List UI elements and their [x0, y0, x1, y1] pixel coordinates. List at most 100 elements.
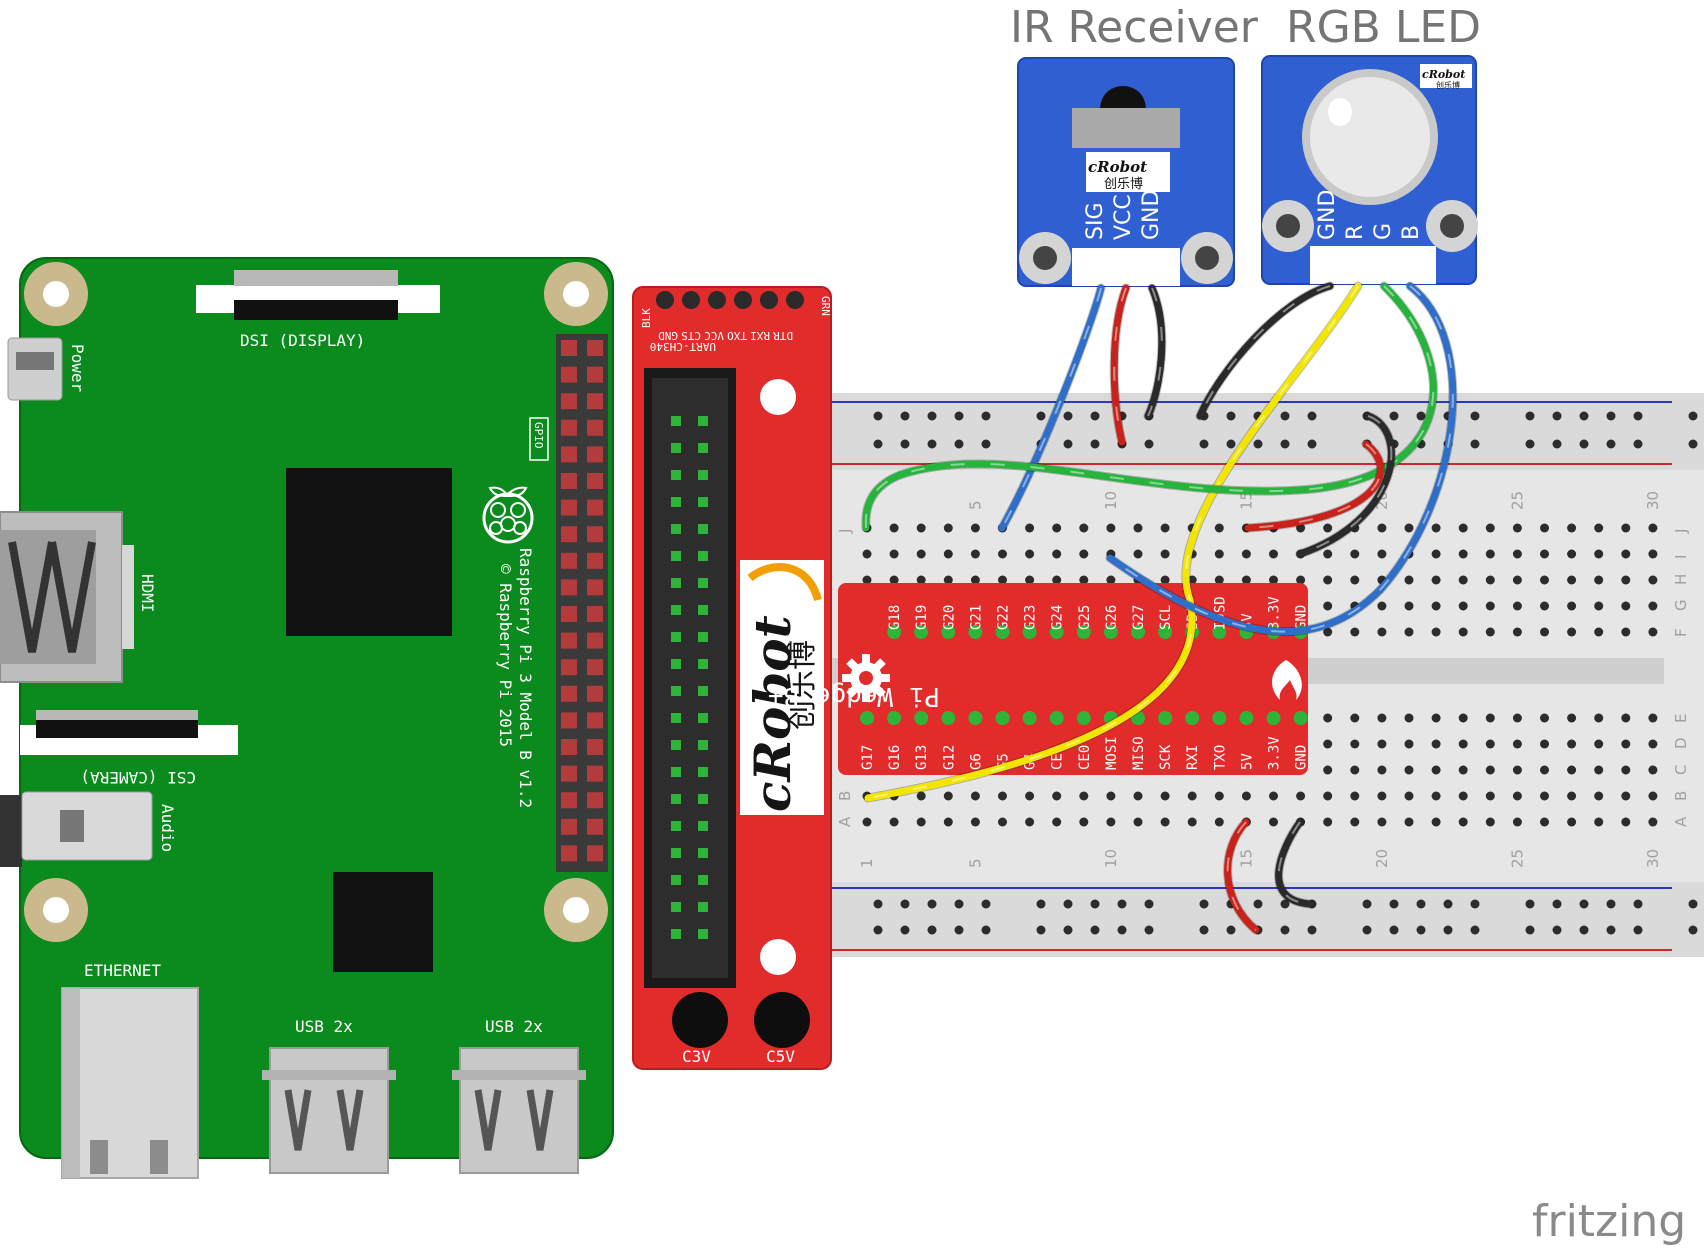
- breadboard-hole: [1594, 791, 1604, 801]
- breadboard-hole: [1214, 817, 1224, 827]
- rail-hole: [1063, 925, 1073, 935]
- adapter-pin: [698, 659, 708, 669]
- rail-hole: [1090, 411, 1100, 421]
- row-letter: B: [1672, 791, 1690, 801]
- usb-port-2: USB 2x: [452, 1017, 586, 1174]
- wedge-pin-label: RXI: [1185, 745, 1201, 770]
- gpio-pin: [587, 659, 603, 676]
- gpio-pin: [561, 446, 577, 463]
- model-label: Raspberry Pi 3 Model B v1.2: [516, 548, 535, 808]
- adapter-pin: [671, 794, 681, 804]
- svg-text:cRobot: cRobot: [1088, 158, 1147, 176]
- breadboard-hole: [943, 791, 953, 801]
- breadboard-hole: [970, 791, 980, 801]
- breadboard-hole: [1079, 817, 1089, 827]
- adapter-pin: [671, 416, 681, 426]
- rail-hole: [873, 439, 883, 449]
- adapter-pin: [698, 497, 708, 507]
- breadboard-hole: [1431, 791, 1441, 801]
- wire-rail-red: [1224, 818, 1260, 934]
- breadboard-hole: [1621, 817, 1631, 827]
- adapter-pin: [671, 578, 681, 588]
- row-letter: A: [1672, 816, 1690, 827]
- breadboard-hole: [1648, 523, 1658, 533]
- audio-jack: Audio: [0, 791, 177, 867]
- breadboard-hole: [1404, 601, 1414, 611]
- breadboard-hole: [1323, 523, 1333, 533]
- breadboard-hole: [862, 575, 872, 585]
- svg-text:创乐博: 创乐博: [1104, 177, 1143, 192]
- rail-hole: [900, 411, 910, 421]
- breadboard-hole: [916, 575, 926, 585]
- breadboard-hole: [1485, 817, 1495, 827]
- breadboard-hole: [970, 523, 980, 533]
- gpio-pin: [561, 499, 577, 516]
- breadboard-hole: [1350, 575, 1360, 585]
- rail-hole: [981, 411, 991, 421]
- adapter-pin: [698, 416, 708, 426]
- row-letter: E: [1672, 714, 1690, 723]
- adapter-pin: [671, 821, 681, 831]
- breadboard-hole: [1350, 791, 1360, 801]
- wedge-pin-label: G16: [887, 745, 903, 770]
- wire-ir-gnd: [1144, 284, 1166, 420]
- wedge-pin-label: G23: [1023, 605, 1039, 630]
- breadboard-hole: [1594, 713, 1604, 723]
- breadboard-hole: [1269, 817, 1278, 827]
- adapter-pin: [698, 443, 708, 453]
- row-letter: F: [1672, 628, 1690, 637]
- uart-pin-label: DTR: [773, 329, 793, 342]
- wedge-pin-label: G13: [914, 745, 930, 770]
- breadboard-hole: [1323, 791, 1333, 801]
- breadboard-hole: [1350, 627, 1360, 637]
- breadboard-hole: [1458, 765, 1468, 775]
- ethernet-label: ETHERNET: [84, 961, 161, 980]
- wedge-pin: [968, 625, 983, 639]
- breadboard-hole: [1648, 575, 1658, 585]
- breadboard-hole: [1648, 627, 1658, 637]
- breadboard-hole: [1133, 523, 1143, 533]
- svg-text:创乐博: 创乐博: [785, 640, 820, 730]
- breadboard-hole: [1567, 627, 1577, 637]
- adapter-pin: [671, 470, 681, 480]
- rail-hole: [1226, 439, 1236, 449]
- uart-pin: [786, 291, 804, 309]
- rail-hole: [1199, 925, 1209, 935]
- rail-hole: [927, 899, 937, 909]
- breadboard-hole: [1512, 739, 1522, 749]
- wedge-pin: [914, 711, 929, 725]
- breadboard-hole: [1540, 627, 1549, 637]
- rail-hole: [1117, 925, 1127, 935]
- adapter-pin: [698, 875, 708, 885]
- breadboard-hole: [1106, 575, 1116, 585]
- breadboard-hole: [1594, 627, 1604, 637]
- breadboard-hole: [1025, 523, 1035, 533]
- breadboard-hole: [1106, 791, 1116, 801]
- uart-pin: [734, 291, 752, 309]
- uart-pin-label: RXI: [750, 329, 770, 342]
- wedge-pin-label: 3.3V: [1267, 596, 1283, 630]
- adapter-pin: [671, 605, 681, 615]
- breadboard-hole: [943, 575, 953, 585]
- breadboard-hole: [1431, 765, 1441, 775]
- rail-hole: [900, 439, 910, 449]
- breadboard-hole: [1512, 575, 1522, 585]
- gpio-pin: [587, 473, 603, 489]
- row-letter: I: [1672, 555, 1690, 559]
- rail-hole: [1307, 411, 1317, 421]
- rail-hole: [1443, 899, 1453, 909]
- rail-hole: [1416, 411, 1426, 421]
- breadboard-hole: [1269, 549, 1278, 559]
- rail-hole: [954, 925, 964, 935]
- wedge-pin: [1239, 711, 1254, 725]
- breadboard-hole: [1431, 523, 1441, 533]
- rail-hole: [900, 899, 910, 909]
- breadboard-hole: [1540, 765, 1549, 775]
- wire-rgb-gnd: [1196, 282, 1334, 420]
- breadboard-hole: [1567, 523, 1577, 533]
- rail-hole: [873, 899, 883, 909]
- breadboard-hole: [889, 817, 899, 827]
